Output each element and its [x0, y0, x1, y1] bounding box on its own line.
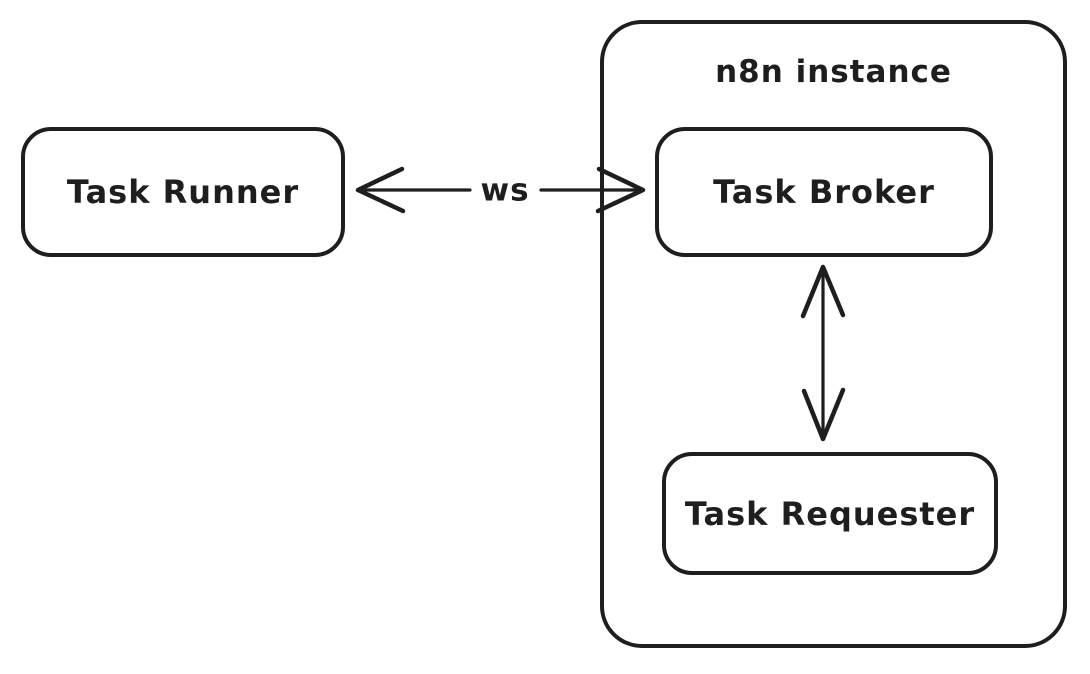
ws-edge-label: ws: [476, 175, 534, 207]
n8n-instance-title: n8n instance: [715, 54, 952, 90]
task-requester-node: Task Requester: [662, 452, 998, 575]
n8n-instance-group: n8n instance: [600, 20, 1067, 648]
task-runner-node: Task Runner: [21, 127, 345, 257]
task-broker-node: Task Broker: [655, 127, 993, 257]
task-runner-label: Task Runner: [66, 173, 300, 211]
task-broker-label: Task Broker: [713, 173, 935, 211]
ws-arrowhead-left: [355, 166, 406, 214]
task-requester-label: Task Requester: [684, 494, 976, 533]
